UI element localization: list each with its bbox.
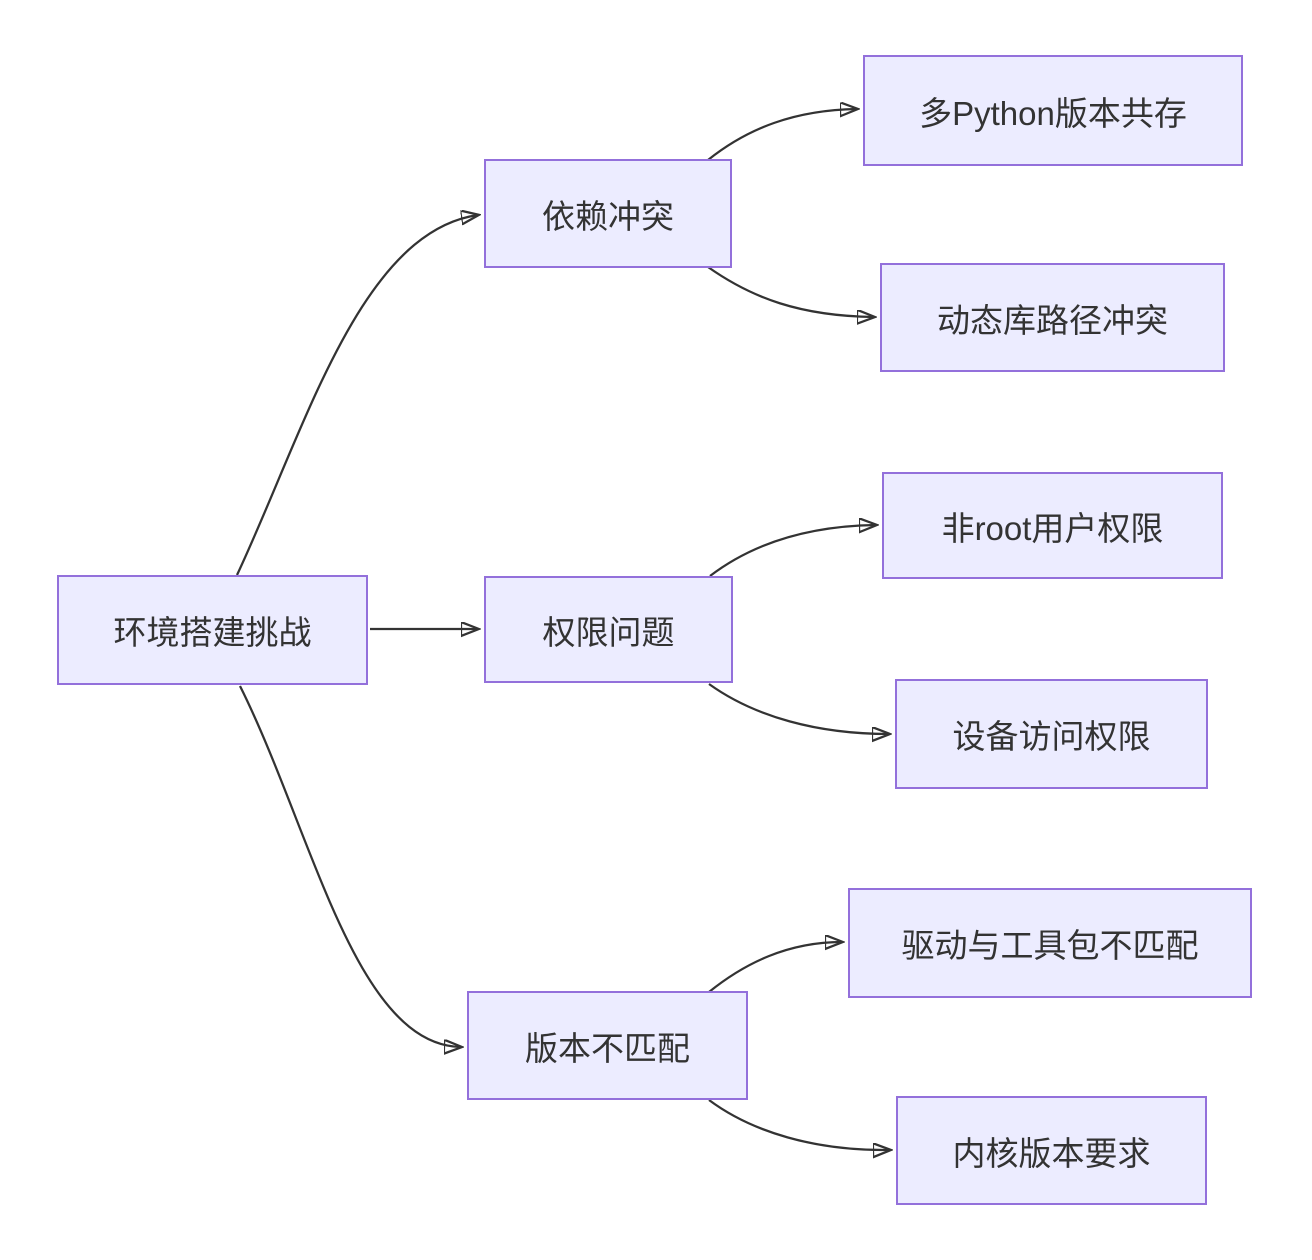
node-label: 设备访问权限 bbox=[952, 718, 1151, 755]
node-label: 依赖冲突 bbox=[542, 197, 674, 235]
node-multi-python-versions: 多Python版本共存 bbox=[863, 55, 1243, 166]
node-permission-issues: 权限问题 bbox=[484, 576, 733, 683]
node-version-mismatch: 版本不匹配 bbox=[467, 991, 748, 1100]
edge-version-mismatch-to-kernel-version bbox=[708, 1099, 890, 1150]
node-dynamic-library-path-conflict: 动态库路径冲突 bbox=[880, 263, 1225, 372]
edge-permission-issues-to-non-root bbox=[709, 525, 876, 577]
node-device-access-permission: 设备访问权限 bbox=[895, 679, 1208, 789]
node-label: 环境搭建挑战 bbox=[113, 614, 312, 651]
node-driver-toolkit-mismatch: 驱动与工具包不匹配 bbox=[848, 888, 1252, 998]
node-label: 驱动与工具包不匹配 bbox=[901, 927, 1199, 964]
node-label: 权限问题 bbox=[542, 613, 675, 651]
edge-root-to-dependency-conflict bbox=[235, 215, 478, 576]
edge-version-mismatch-to-driver-toolkit bbox=[708, 942, 842, 993]
node-non-root-user-permission: 非root用户权限 bbox=[882, 472, 1223, 579]
node-dependency-conflict: 依赖冲突 bbox=[484, 159, 732, 268]
edge-root-to-version-mismatch bbox=[238, 685, 461, 1047]
edge-dependency-conflict-to-multi-python bbox=[707, 109, 857, 161]
edge-dependency-conflict-to-dynamic-library bbox=[707, 266, 874, 317]
node-label: 内核版本要求 bbox=[952, 1134, 1151, 1172]
node-label: 版本不匹配 bbox=[525, 1029, 690, 1067]
edge-permission-issues-to-device-access bbox=[708, 683, 889, 734]
node-env-setup-challenge: 环境搭建挑战 bbox=[57, 575, 368, 685]
node-label: 多Python版本共存 bbox=[919, 94, 1187, 132]
node-label: 动态库路径冲突 bbox=[937, 301, 1168, 339]
node-label: 非root用户权限 bbox=[941, 509, 1164, 547]
node-kernel-version-requirement: 内核版本要求 bbox=[896, 1096, 1207, 1205]
